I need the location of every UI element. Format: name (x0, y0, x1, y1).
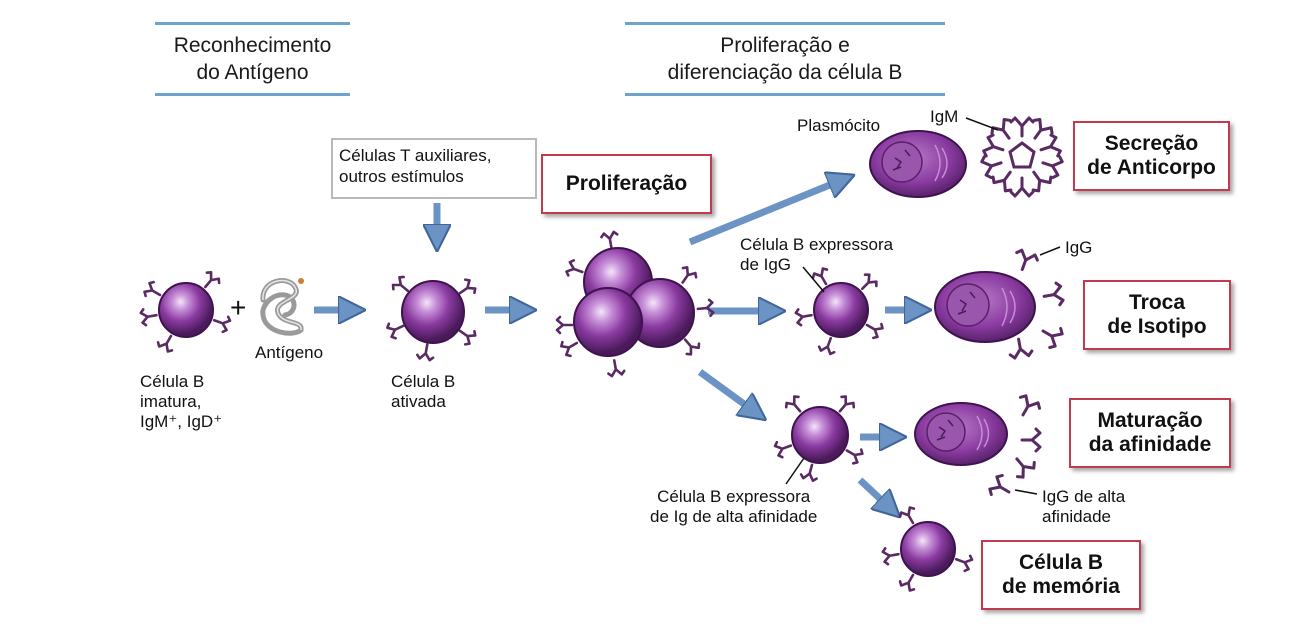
box-proliferation-label: Proliferação (565, 172, 688, 195)
activated-b-cell (384, 273, 479, 362)
box-proliferation: Proliferação (541, 154, 712, 214)
box-isotype-line1: Troca (1128, 291, 1186, 314)
plasma-cell-middle (934, 271, 1036, 343)
igg-cell-pointer (802, 266, 825, 293)
high-affinity-pointer (785, 457, 805, 485)
igm-pentamer (979, 115, 1065, 198)
label-igg: IgG (1065, 238, 1093, 257)
header-recognition-line2: do Antígeno (196, 61, 309, 84)
antigen-icon (260, 278, 304, 336)
igg-b-cell (793, 265, 886, 357)
arrow-to-highaff-cell (697, 369, 755, 412)
label-immature-line3: IgM⁺, IgD⁺ (140, 412, 223, 431)
header-proliferation: Proliferação e diferenciação da célula B (625, 22, 945, 96)
header-proliferation-line1: Proliferação e (720, 34, 850, 57)
t-cell-stimuli-line2: outros estímulos (339, 167, 464, 186)
box-secretion-line1: Secreção (1104, 132, 1199, 155)
arrows (314, 180, 918, 508)
box-isotype-line2: de Isotipo (1107, 315, 1207, 338)
label-activated-line1: Célula B (391, 372, 456, 391)
igm-pointer (965, 117, 999, 131)
label-igg-cell-line2: de IgG (740, 255, 792, 274)
label-activated-line2: ativada (391, 392, 446, 411)
plasma-cell-bottom (914, 402, 1008, 466)
arrow-highaff-to-memory (857, 477, 890, 508)
box-antibody-secretion: Secreção de Anticorpo (1073, 121, 1230, 191)
label-immature-line2: imatura, (140, 392, 202, 411)
immature-b-cell (138, 269, 233, 355)
igg-pointer (1039, 246, 1061, 256)
box-isotype-switch: Troca de Isotipo (1083, 280, 1231, 350)
label-igg-high-line2: afinidade (1042, 507, 1112, 526)
header-recognition: Reconhecimento do Antígeno (155, 22, 350, 96)
header-recognition-line1: Reconhecimento (173, 34, 332, 57)
label-igg-cell: Célula B expressora de IgG (740, 235, 893, 275)
box-memory-line1: Célula B (1018, 551, 1104, 574)
label-plasmocito: Plasmócito (797, 116, 881, 135)
box-maturation-line2: da afinidade (1088, 433, 1212, 456)
label-immature-line1: Célula B (140, 372, 205, 391)
proliferating-cells (555, 230, 715, 378)
label-igg-high-line1: IgG de alta (1042, 487, 1126, 506)
label-activated-b-cell: Célula B ativada (391, 372, 455, 412)
plasma-cell-top (869, 130, 967, 198)
plus-sign: + (230, 292, 247, 323)
t-cell-stimuli-line1: Células T auxiliares, (339, 146, 492, 165)
label-igm: IgM (930, 107, 959, 126)
header-proliferation-line2: diferenciação da célula B (667, 61, 903, 84)
arrow-to-plasmocito (688, 180, 842, 246)
label-igg-cell-line1: Célula B expressora (740, 235, 894, 254)
label-high-affinity-cell: Célula B expressora de Ig de alta afinid… (650, 487, 817, 527)
igg-high-pointer (1014, 489, 1038, 495)
box-memory-line2: de memória (1002, 575, 1120, 598)
label-antigen: Antígeno (255, 343, 324, 362)
box-maturation-line1: Maturação (1097, 409, 1203, 432)
box-memory-b-cell: Célula B de memória (981, 540, 1141, 610)
label-igg-high-affinity: IgG de alta afinidade (1042, 487, 1125, 527)
label-high-affinity-line1: Célula B expressora (657, 487, 811, 506)
memory-b-cell (880, 504, 975, 594)
t-cell-stimuli: Células T auxiliares, outros estímulos (331, 138, 537, 199)
box-secretion-line2: de Anticorpo (1087, 156, 1216, 179)
label-high-affinity-line2: de Ig de alta afinidade (650, 507, 818, 526)
box-affinity-maturation: Maturação da afinidade (1069, 398, 1231, 468)
high-affinity-b-cell (772, 393, 866, 483)
label-immature-b-cell: Célula B imatura, IgM⁺, IgD⁺ (140, 372, 222, 432)
